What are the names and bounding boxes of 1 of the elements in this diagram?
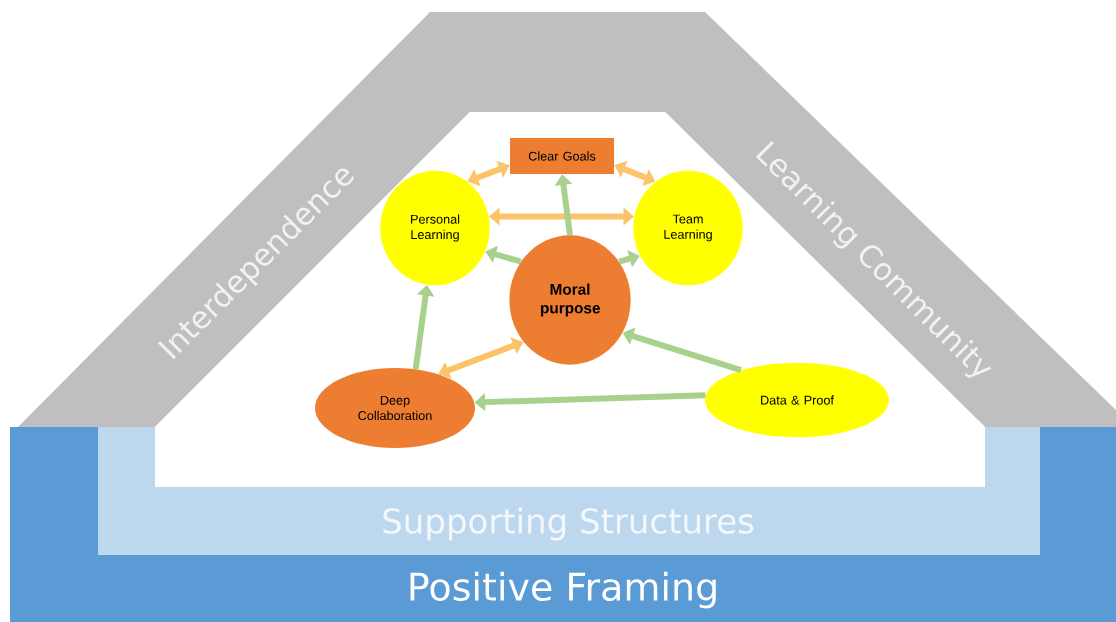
goal-box: Clear Goals [510,138,614,174]
